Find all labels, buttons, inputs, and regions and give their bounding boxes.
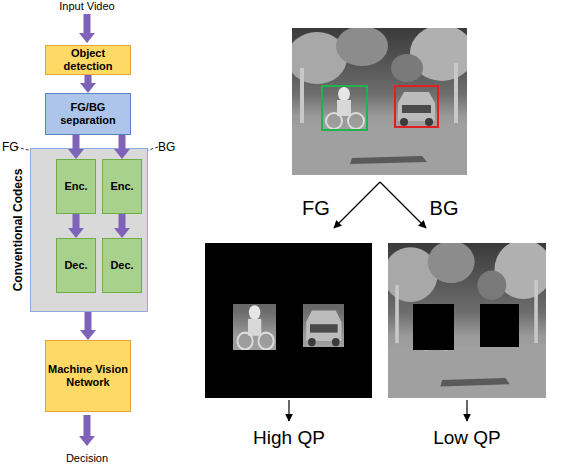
input-label: Input Video [59,1,114,12]
box-label: Enc. [62,180,89,193]
box-label: Enc. [108,180,135,193]
bg-box [395,86,438,127]
box-label: FG/BG separation [46,101,130,127]
down-arrow [288,400,289,421]
codec-panel: Conventional CodecsEnc.Enc.Dec.Dec. [30,148,148,312]
box-label: Object detection [46,47,130,73]
flow-arrow [85,75,92,83]
stream-label: FG [2,141,19,153]
decoder-box: Dec. [56,238,96,293]
box-label: Dec. [62,259,89,272]
bg-image [383,240,552,398]
qp-label: High QP [253,428,325,447]
flow-arrow [119,135,126,149]
stream-label: BG [158,141,175,153]
stream-label: BG [430,198,459,218]
flow-arrow [84,415,91,436]
split-arrow [380,182,426,228]
stream-label: FG [302,198,330,218]
qp-label: Low QP [433,428,501,447]
thermal-image [287,25,474,175]
output-label: Decision [66,453,108,464]
decoder-box: Dec. [102,238,142,293]
fg-image [205,243,372,398]
flow-arrow [84,14,91,33]
encoder-box: Enc. [102,159,142,214]
process-box: Object detection [45,45,131,75]
down-arrow [466,400,467,421]
network-box: Machine Vision Network [45,340,131,412]
masked-region [480,304,519,347]
flow-arrow [73,135,80,149]
box-label: Machine Vision Network [46,363,130,389]
encoder-box: Enc. [56,159,96,214]
box-label: Dec. [108,259,135,272]
flow-arrow [85,312,92,330]
masked-region [413,304,454,350]
process-box: FG/BG separation [45,93,131,135]
split-arrow [334,182,380,228]
fg-box [322,86,367,130]
panel-heading: Conventional Codecs [11,169,25,292]
